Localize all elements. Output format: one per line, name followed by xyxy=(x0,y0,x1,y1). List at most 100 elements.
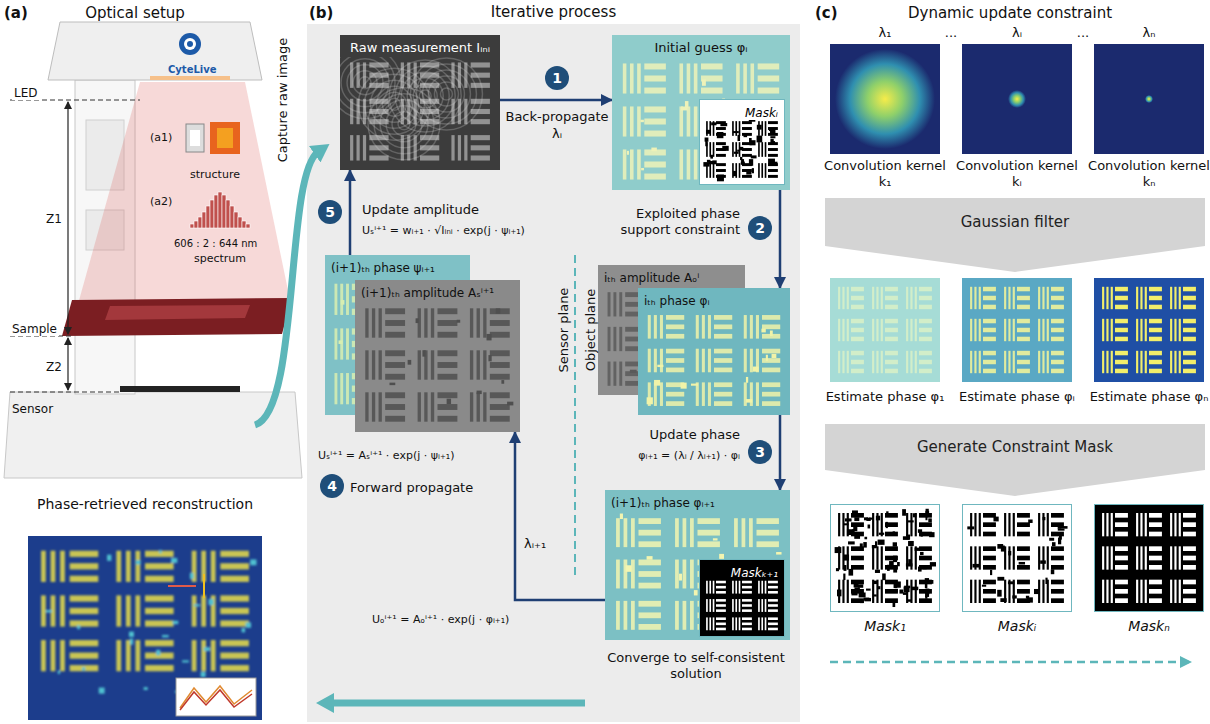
label-text: Capture raw image xyxy=(275,38,291,162)
dimension-line xyxy=(67,102,68,334)
target-bar xyxy=(694,63,698,93)
target-pattern xyxy=(365,308,509,421)
target-bar xyxy=(1149,369,1162,373)
label-box: ... xyxy=(1063,22,1103,41)
speckle xyxy=(886,522,888,528)
fringe-ring xyxy=(395,66,455,126)
target-bar xyxy=(135,551,140,582)
speckle xyxy=(717,175,724,182)
target-bar xyxy=(1051,532,1064,537)
target-bar xyxy=(735,121,737,136)
speckle xyxy=(997,544,1003,549)
label-text: ... xyxy=(945,25,957,41)
target-bar xyxy=(438,392,458,398)
target-bar xyxy=(369,83,388,88)
target-bar xyxy=(623,63,627,93)
target-bar xyxy=(116,595,121,626)
label-text: LED xyxy=(12,86,40,100)
label-text: Exploited phase support constraint xyxy=(600,206,740,237)
label-box: Back-propagate xyxy=(505,106,609,125)
target-bar xyxy=(451,62,454,87)
image-ground xyxy=(830,44,940,154)
target-bar xyxy=(350,62,353,87)
target-bar xyxy=(490,404,510,410)
target-pattern xyxy=(970,287,1064,373)
target-bar xyxy=(1051,546,1064,551)
target-bar xyxy=(1149,589,1162,594)
image-tile: iₜₕ phase φᵢ xyxy=(638,288,790,415)
target-bar xyxy=(619,362,622,386)
target-bar xyxy=(919,369,932,373)
step-number: 4 xyxy=(320,474,344,498)
target-bar xyxy=(639,583,661,589)
spectrum-bar xyxy=(238,217,242,228)
target-bar xyxy=(910,513,912,536)
fringe-ring xyxy=(340,47,401,119)
speckle xyxy=(920,552,924,555)
target-bar xyxy=(608,362,611,386)
target-bar xyxy=(768,133,778,136)
label-box: Exploited phase support constraint xyxy=(600,206,740,238)
label-box: Optical setup xyxy=(40,3,230,22)
speckle xyxy=(647,397,653,404)
speckle xyxy=(46,610,52,612)
speckle xyxy=(897,562,900,566)
target-bar xyxy=(1106,513,1108,536)
light-cone xyxy=(78,82,290,304)
label-box: Z2 xyxy=(46,356,62,375)
speckle xyxy=(899,589,903,593)
label-text: Uₒⁱ⁺¹ = Aₒⁱ⁺¹ · exp(j · φᵢ₊₁) xyxy=(372,613,509,626)
tile-heading: Phase-retrieved reconstruction xyxy=(28,494,262,513)
target-bar xyxy=(842,580,844,603)
target-bar xyxy=(145,640,174,646)
target-bar xyxy=(639,612,661,618)
target-bar xyxy=(885,598,898,603)
target-bar xyxy=(842,351,844,373)
target-bar xyxy=(1149,305,1162,309)
speckle xyxy=(737,150,739,152)
target-bar xyxy=(1017,556,1030,561)
target-bar xyxy=(716,581,726,584)
target-bar xyxy=(742,628,752,631)
speckle xyxy=(925,596,927,599)
target-bar xyxy=(1170,513,1172,536)
logo-mark xyxy=(184,38,196,50)
target-bar xyxy=(1013,351,1015,373)
target-bar xyxy=(369,145,388,150)
speckle xyxy=(749,138,752,144)
target-bar xyxy=(1017,546,1030,551)
image-ground xyxy=(963,505,1072,612)
label-text: λₙ xyxy=(1143,25,1156,41)
target-bar xyxy=(1047,351,1049,373)
target-bar xyxy=(470,308,473,337)
target-bar xyxy=(365,308,368,337)
target-bar xyxy=(1136,580,1138,603)
target-bar xyxy=(608,292,611,316)
target-bar xyxy=(363,62,366,87)
target-bar xyxy=(881,319,883,341)
target-bar xyxy=(876,287,878,309)
target-bar xyxy=(1179,546,1181,569)
target-bar xyxy=(761,617,763,630)
target-bar xyxy=(145,595,174,601)
target-bar xyxy=(1004,513,1006,536)
target-bar xyxy=(1102,319,1104,341)
target-bar xyxy=(970,351,972,373)
target-bar xyxy=(906,319,908,341)
target-bar xyxy=(369,155,388,160)
target-bar xyxy=(983,296,996,300)
target-bar xyxy=(464,99,467,124)
speckle xyxy=(757,125,762,130)
speckle xyxy=(1040,560,1046,563)
target-bar xyxy=(490,332,510,338)
target-bar xyxy=(631,560,635,589)
label-box: λᵢ xyxy=(997,22,1037,41)
target-bar xyxy=(220,653,249,659)
block-caption: Generate Constraint Mask xyxy=(825,424,1205,470)
target-bar xyxy=(851,287,864,291)
target-bar xyxy=(768,591,778,594)
target-pattern xyxy=(648,315,780,406)
target-bar xyxy=(983,565,996,570)
target-bar xyxy=(438,332,458,338)
target-pattern xyxy=(706,121,778,178)
